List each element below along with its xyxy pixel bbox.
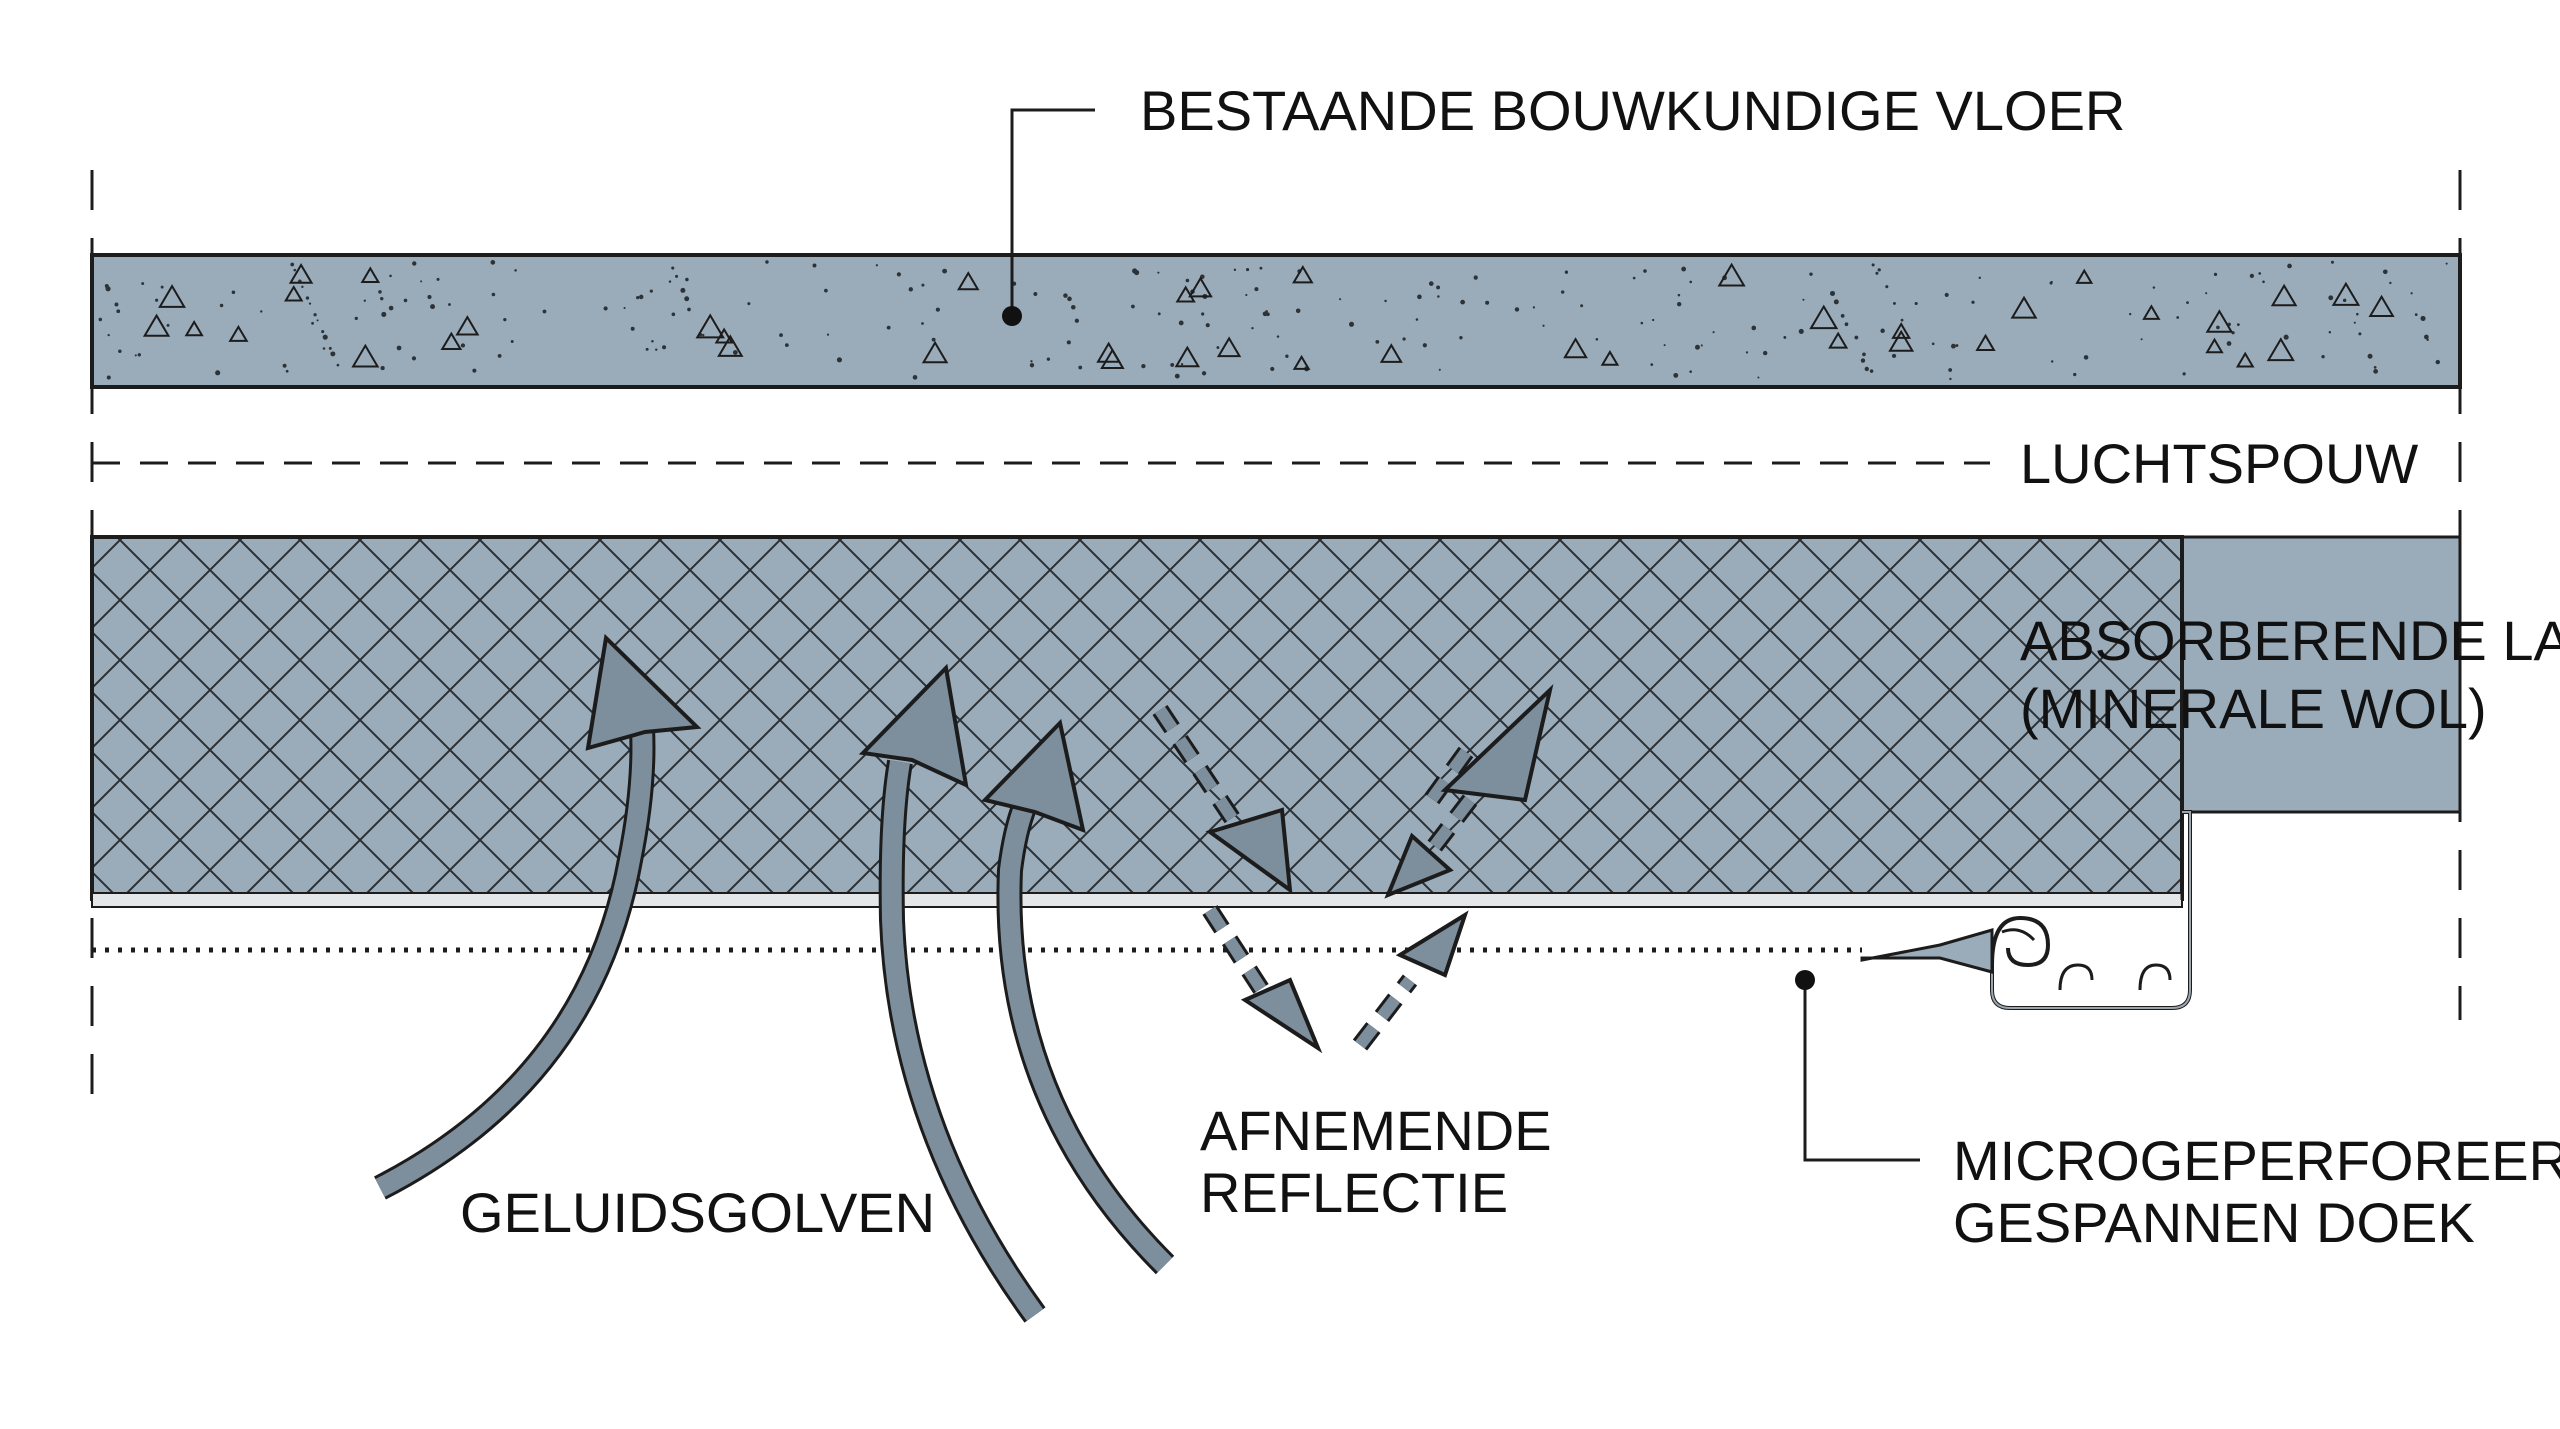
label-fabric-1: MICROGEPERFOREERD bbox=[1953, 1129, 2560, 1192]
label-existing-floor: BESTAANDE BOUWKUNDIGE VLOER bbox=[1140, 79, 2125, 142]
mineral-wool-layer bbox=[90, 535, 2462, 908]
label-reflection-2: REFLECTIE bbox=[1200, 1161, 1508, 1224]
reflection-arrows bbox=[1152, 683, 1554, 1054]
leader-lines bbox=[1010, 108, 1920, 1162]
perimeter-profile bbox=[1860, 810, 2192, 1010]
label-air-cavity: LUCHTSPOUW bbox=[2020, 432, 2418, 495]
sound-wave-arrow bbox=[375, 703, 653, 1197]
label-fabric-2: GESPANNEN DOEK bbox=[1953, 1191, 2475, 1254]
fabric-leader-dot bbox=[1795, 970, 1815, 990]
label-sound-waves: GELUIDSGOLVEN bbox=[460, 1181, 935, 1244]
label-absorbing-layer-2: (MINERALE WOL) bbox=[2020, 677, 2487, 740]
label-reflection-1: AFNEMENDE bbox=[1200, 1099, 1552, 1162]
label-absorbing-layer-1: ABSORBERENDE LAAG bbox=[2020, 609, 2560, 672]
concrete-floor bbox=[90, 253, 2462, 389]
floor-leader-dot bbox=[1002, 306, 1022, 326]
sound-wave-arrows bbox=[374, 633, 1175, 1323]
